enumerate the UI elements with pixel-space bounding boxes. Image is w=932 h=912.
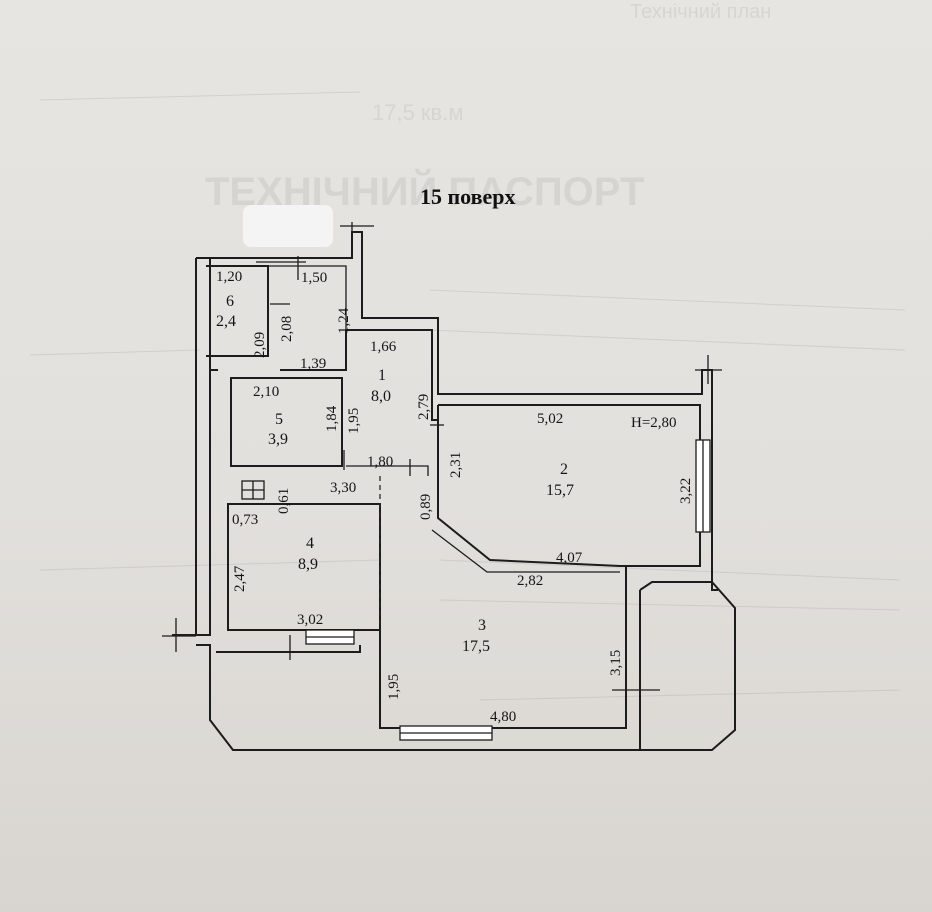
hall-partition — [346, 465, 429, 476]
dim-2-47: 2,47 — [232, 565, 248, 592]
dimension-labels: 1,20 1,50 1,66 1,39 2,10 5,02 1,80 3,30 … — [216, 269, 694, 725]
dim-0-89: 0,89 — [418, 494, 434, 520]
dim-1-66: 1,66 — [370, 339, 397, 355]
dim-1-84: 1,84 — [324, 405, 340, 432]
dimension-ticks — [162, 222, 722, 712]
room-6-area: 2,4 — [216, 313, 236, 330]
floor-title: 15 поверх — [420, 184, 516, 209]
dim-5-02: 5,02 — [537, 411, 563, 427]
room-1-area: 8,0 — [371, 388, 391, 405]
room-5-number: 5 — [275, 411, 283, 428]
dim-0-61: 0,61 — [276, 488, 292, 514]
lower-wall — [216, 645, 361, 653]
room-6-outline — [206, 265, 347, 357]
room-1-outline — [280, 329, 438, 421]
dim-4-80: 4,80 — [490, 709, 516, 725]
dim-1-80: 1,80 — [367, 454, 393, 470]
ventilation-icon — [241, 480, 265, 500]
ceiling-height: H=2,80 — [631, 415, 677, 431]
room-3-number: 3 — [478, 617, 486, 634]
room-3-outline — [379, 476, 627, 729]
dim-2-09: 2,09 — [252, 332, 268, 358]
dim-3-22: 3,22 — [678, 478, 694, 504]
dim-1-39: 1,39 — [300, 356, 326, 372]
dim-1-20: 1,20 — [216, 269, 242, 285]
room-4-number: 4 — [306, 535, 314, 552]
dim-1-24: 1,24 — [336, 307, 352, 334]
dim-3-02: 3,02 — [297, 612, 323, 628]
room-6-number: 6 — [226, 293, 234, 310]
room-3-area: 17,5 — [462, 638, 490, 655]
room-2-area: 15,7 — [546, 482, 574, 499]
redacted-area — [243, 205, 333, 247]
room-labels: 6 2,4 1 8,0 5 3,9 2 15,7 4 8,9 3 17,5 H=… — [216, 293, 677, 655]
dim-1-95-upper: 1,95 — [346, 408, 362, 434]
outer-walls — [172, 231, 736, 751]
dim-3-30: 3,30 — [330, 480, 356, 496]
room-1-number: 1 — [378, 367, 386, 384]
dim-2-31: 2,31 — [448, 452, 464, 478]
dim-1-95-lower: 1,95 — [386, 674, 402, 700]
dim-2-79: 2,79 — [416, 394, 432, 420]
room-2-outline — [431, 404, 701, 573]
room-5-area: 3,9 — [268, 431, 288, 448]
ghost-text-area: 17,5 кв.м — [372, 100, 463, 125]
dim-3-15: 3,15 — [608, 650, 624, 676]
ghost-text-top: Технічний план — [630, 1, 771, 23]
dim-2-82: 2,82 — [517, 573, 543, 589]
dim-0-73: 0,73 — [232, 512, 258, 528]
dim-1-50: 1,50 — [301, 270, 327, 286]
room-4-area: 8,9 — [298, 556, 318, 573]
room-5-outline — [230, 377, 343, 467]
dim-2-08: 2,08 — [279, 316, 295, 342]
dim-4-07: 4,07 — [556, 550, 583, 566]
background-ghost-print: Технічний план 17,5 кв.м ТЕХНІЧНИЙ ПАСПО… — [29, 1, 906, 701]
room-2-number: 2 — [560, 461, 568, 478]
dim-2-10: 2,10 — [253, 384, 279, 400]
